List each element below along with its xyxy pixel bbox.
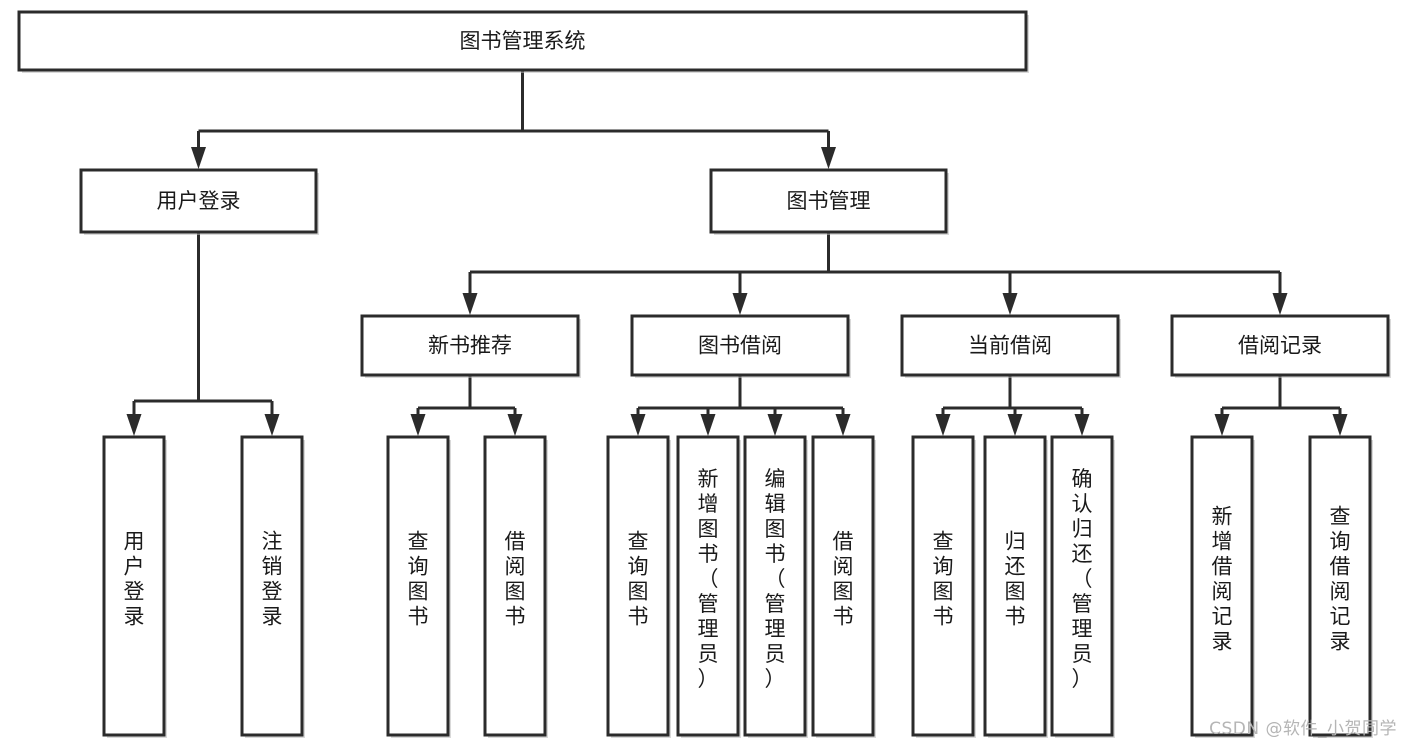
connector-group-root (191, 70, 836, 169)
node-label: 用户登录 (124, 530, 145, 629)
connector-group-book-borrow (630, 375, 851, 436)
node-label: 查询借阅记录 (1330, 505, 1351, 654)
node-leaf-edit-book[interactable]: 编辑图书（管理员） (743, 435, 808, 738)
node-leaf-logout[interactable]: 注销登录 (240, 435, 305, 738)
node-current-borrow[interactable]: 当前借阅 (900, 314, 1121, 378)
node-box[interactable] (900, 314, 1120, 377)
node-root[interactable]: 图书管理系统 (17, 10, 1029, 73)
connector-group-new-book-recommend (410, 375, 523, 436)
arrow-head-icon (462, 293, 478, 315)
node-label: 注销登录 (262, 530, 283, 629)
node-box[interactable] (709, 168, 948, 234)
arrow-head-icon (700, 414, 716, 436)
arrow-head-icon (821, 147, 836, 169)
arrow-head-icon (507, 414, 523, 436)
nodes-layer: 图书管理系统用户登录图书管理新书推荐图书借阅当前借阅借阅记录用户登录注销登录查询… (17, 10, 1391, 738)
node-label: 查询图书 (933, 530, 954, 629)
arrow-head-icon (1074, 414, 1090, 436)
arrow-head-icon (1214, 414, 1230, 436)
node-box[interactable] (606, 435, 670, 737)
arrow-head-icon (732, 293, 748, 315)
node-book-borrow[interactable]: 图书借阅 (630, 314, 851, 378)
node-box[interactable] (483, 435, 547, 737)
arrow-head-icon (1007, 414, 1023, 436)
node-leaf-query-record[interactable]: 查询借阅记录 (1308, 435, 1373, 738)
connector-group-current-borrow (935, 375, 1090, 436)
node-leaf-user-login[interactable]: 用户登录 (102, 435, 167, 738)
arrow-head-icon (1272, 293, 1288, 315)
arrow-head-icon (126, 414, 142, 436)
node-box[interactable] (630, 314, 850, 377)
connectors-layer (126, 70, 1348, 436)
arrow-head-icon (410, 414, 426, 436)
node-box[interactable] (811, 435, 875, 737)
node-box[interactable] (743, 435, 807, 737)
node-label: 新书推荐 (428, 334, 512, 358)
connector-group-borrow-record (1214, 375, 1348, 436)
node-leaf-query-book-3[interactable]: 查询图书 (911, 435, 976, 738)
node-leaf-query-book-2[interactable]: 查询图书 (606, 435, 671, 738)
node-label: 编辑图书（管理员） (765, 467, 786, 691)
node-box[interactable] (1050, 435, 1114, 737)
node-new-book-recommend[interactable]: 新书推荐 (360, 314, 581, 378)
node-label: 用户登录 (157, 189, 241, 213)
node-leaf-borrow-book-1[interactable]: 借阅图书 (483, 435, 548, 738)
arrow-head-icon (1002, 293, 1018, 315)
node-label: 借阅图书 (505, 530, 526, 629)
node-label: 借阅记录 (1238, 334, 1322, 358)
node-box[interactable] (983, 435, 1047, 737)
arrow-head-icon (630, 414, 646, 436)
node-user-login[interactable]: 用户登录 (79, 168, 319, 235)
node-box[interactable] (240, 435, 304, 737)
node-box[interactable] (79, 168, 318, 234)
node-label: 确认归还（管理员） (1072, 467, 1093, 691)
node-label: 新增图书（管理员） (698, 467, 719, 691)
node-box[interactable] (102, 435, 166, 737)
node-box[interactable] (1170, 314, 1390, 377)
arrow-head-icon (264, 414, 280, 436)
node-box[interactable] (386, 435, 450, 737)
node-label: 图书管理系统 (460, 29, 586, 53)
node-box[interactable] (1190, 435, 1254, 737)
arrow-head-icon (835, 414, 851, 436)
node-book-manage[interactable]: 图书管理 (709, 168, 949, 235)
node-label: 新增借阅记录 (1212, 505, 1233, 654)
node-label: 图书借阅 (698, 334, 782, 358)
connector-group-user-login (126, 232, 280, 436)
node-label: 图书管理 (787, 189, 871, 213)
connector-group-book-manage (462, 232, 1288, 315)
node-leaf-add-record[interactable]: 新增借阅记录 (1190, 435, 1255, 738)
arrow-head-icon (191, 147, 206, 169)
arrow-head-icon (767, 414, 783, 436)
node-leaf-add-book[interactable]: 新增图书（管理员） (676, 435, 741, 738)
node-label: 当前借阅 (968, 334, 1052, 358)
node-box[interactable] (360, 314, 580, 377)
node-borrow-record[interactable]: 借阅记录 (1170, 314, 1391, 378)
node-label: 查询图书 (408, 530, 429, 629)
node-box[interactable] (17, 10, 1028, 72)
node-leaf-return-book[interactable]: 归还图书 (983, 435, 1048, 738)
arrow-head-icon (1332, 414, 1348, 436)
node-leaf-confirm-return[interactable]: 确认归还（管理员） (1050, 435, 1115, 738)
node-leaf-query-book-1[interactable]: 查询图书 (386, 435, 451, 738)
node-box[interactable] (1308, 435, 1372, 737)
arrow-head-icon (935, 414, 951, 436)
node-label: 归还图书 (1005, 530, 1026, 629)
node-box[interactable] (911, 435, 975, 737)
node-box[interactable] (676, 435, 740, 737)
node-label: 借阅图书 (833, 530, 854, 629)
node-label: 查询图书 (628, 530, 649, 629)
node-leaf-borrow-book-2[interactable]: 借阅图书 (811, 435, 876, 738)
